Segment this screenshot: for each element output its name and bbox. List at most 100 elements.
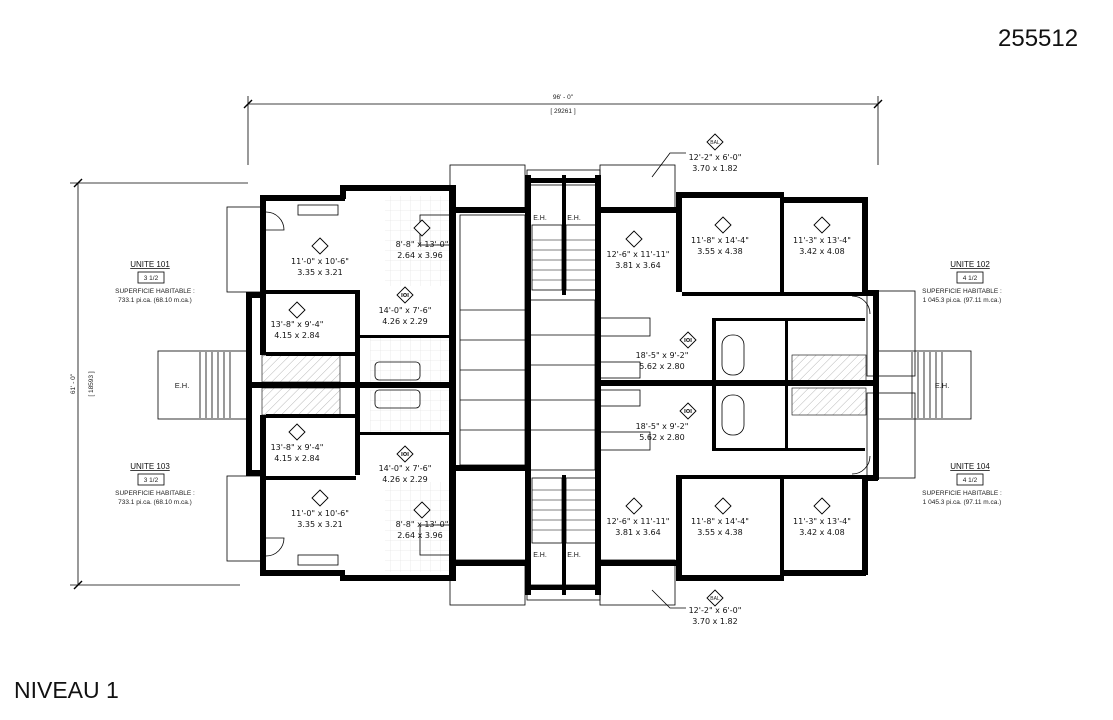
room-kitchen-104: IOI 18'-5" x 9'-2" 5.62 x 2.80 bbox=[636, 402, 697, 442]
svg-text:2.64 x 3.96: 2.64 x 3.96 bbox=[397, 531, 442, 540]
room-bedroom2-102: 11'-3" x 13'-4" 3.42 x 4.08 bbox=[793, 216, 851, 256]
svg-text:12'-2" x 6'-0": 12'-2" x 6'-0" bbox=[689, 153, 742, 162]
svg-text:3.35 x 3.21: 3.35 x 3.21 bbox=[297, 268, 342, 277]
svg-text:12'-2" x 6'-0": 12'-2" x 6'-0" bbox=[689, 606, 742, 615]
svg-text:UNITE 101: UNITE 101 bbox=[130, 260, 170, 269]
svg-text:3.55 x 4.38: 3.55 x 4.38 bbox=[697, 247, 742, 256]
balcony-bottom: BAL 12'-2" x 6'-0" 3.70 x 1.82 bbox=[651, 589, 742, 626]
svg-text:E.H.: E.H. bbox=[533, 552, 547, 559]
svg-text:11'-0" x 10'-6": 11'-0" x 10'-6" bbox=[291, 509, 349, 518]
svg-text:SUPERFICIE HABITABLE :: SUPERFICIE HABITABLE : bbox=[115, 490, 195, 497]
room-bedroom2-104: 11'-3" x 13'-4" 3.42 x 4.08 bbox=[793, 497, 851, 537]
svg-text:8'-8" x 13'-0": 8'-8" x 13'-0" bbox=[396, 240, 449, 249]
room-kitchen-103: 8'-8" x 13'-0" 2.64 x 3.96 bbox=[396, 501, 449, 540]
dining-icon: IOI bbox=[401, 293, 409, 299]
svg-text:11'-8" x 14'-4": 11'-8" x 14'-4" bbox=[691, 517, 749, 526]
svg-text:3.81 x 3.64: 3.81 x 3.64 bbox=[615, 261, 660, 270]
svg-text:12'-6" x 11'-11": 12'-6" x 11'-11" bbox=[607, 250, 670, 259]
svg-text:13'-8" x 9'-4": 13'-8" x 9'-4" bbox=[271, 443, 324, 452]
dining-icon: IOI bbox=[401, 452, 409, 458]
room-bedroom-103: 13'-8" x 9'-4" 4.15 x 2.84 bbox=[271, 423, 324, 463]
svg-text:3.81 x 3.64: 3.81 x 3.64 bbox=[615, 528, 660, 537]
svg-text:11'-8" x 14'-4": 11'-8" x 14'-4" bbox=[691, 236, 749, 245]
room-kitchen-101: 8'-8" x 13'-0" 2.64 x 3.96 bbox=[396, 219, 449, 260]
svg-text:1 045.3 pi.ca. (97.11 m.ca.): 1 045.3 pi.ca. (97.11 m.ca.) bbox=[923, 297, 1002, 304]
svg-text:3 1/2: 3 1/2 bbox=[144, 275, 159, 282]
depth-dimension: 61' - 0" [ 18593 ] bbox=[70, 178, 248, 590]
hatched-zones bbox=[261, 354, 867, 416]
svg-text:3.70 x 1.82: 3.70 x 1.82 bbox=[692, 617, 737, 626]
svg-text:8'-8" x 13'-0": 8'-8" x 13'-0" bbox=[396, 520, 449, 529]
room-living-102: 12'-6" x 11'-11" 3.81 x 3.64 bbox=[607, 230, 670, 270]
svg-text:UNITE 102: UNITE 102 bbox=[950, 260, 990, 269]
svg-text:733.1 pi.ca. (68.10 m.ca.): 733.1 pi.ca. (68.10 m.ca.) bbox=[118, 499, 192, 506]
balcony-top: BAL 12'-2" x 6'-0" 3.70 x 1.82 bbox=[651, 133, 742, 178]
dining-icon: IOI bbox=[684, 338, 692, 344]
svg-text:E.H.: E.H. bbox=[533, 215, 547, 222]
svg-text:14'-0" x 7'-6": 14'-0" x 7'-6" bbox=[379, 464, 432, 473]
eh-labels: E.H. E.H. E.H. E.H. E.H. E.H. bbox=[175, 215, 950, 559]
svg-text:3.42 x 4.08: 3.42 x 4.08 bbox=[799, 528, 844, 537]
svg-text:BAL: BAL bbox=[710, 596, 720, 602]
unit-104-info: UNITE 104 4 1/2 SUPERFICIE HABITABLE : 1… bbox=[922, 462, 1002, 506]
svg-text:5.62 x 2.80: 5.62 x 2.80 bbox=[639, 362, 684, 371]
svg-text:733.1 pi.ca. (68.10 m.ca.): 733.1 pi.ca. (68.10 m.ca.) bbox=[118, 297, 192, 304]
tiled-areas bbox=[370, 196, 455, 572]
svg-text:13'-8" x 9'-4": 13'-8" x 9'-4" bbox=[271, 320, 324, 329]
svg-text:4.26 x 2.29: 4.26 x 2.29 bbox=[382, 475, 427, 484]
room-bedroom1-102: 11'-8" x 14'-4" 3.55 x 4.38 bbox=[691, 216, 749, 256]
svg-text:SUPERFICIE HABITABLE :: SUPERFICIE HABITABLE : bbox=[922, 288, 1002, 295]
svg-text:SUPERFICIE HABITABLE :: SUPERFICIE HABITABLE : bbox=[922, 490, 1002, 497]
walls bbox=[246, 175, 879, 595]
svg-text:4.15 x 2.84: 4.15 x 2.84 bbox=[274, 331, 319, 340]
svg-text:2.64 x 3.96: 2.64 x 3.96 bbox=[397, 251, 442, 260]
svg-text:18'-5" x 9'-2": 18'-5" x 9'-2" bbox=[636, 351, 689, 360]
room-living-104: 12'-6" x 11'-11" 3.81 x 3.64 bbox=[607, 497, 670, 537]
svg-text:3.35 x 3.21: 3.35 x 3.21 bbox=[297, 520, 342, 529]
width-metric: [ 29261 ] bbox=[550, 108, 575, 115]
svg-text:E.H.: E.H. bbox=[567, 552, 581, 559]
room-bedroom1-104: 11'-8" x 14'-4" 3.55 x 4.38 bbox=[691, 497, 749, 537]
depth-imperial: 61' - 0" bbox=[70, 373, 77, 394]
svg-text:E.H.: E.H. bbox=[175, 381, 190, 390]
unit-101-info: UNITE 101 3 1/2 SUPERFICIE HABITABLE : 7… bbox=[115, 260, 195, 304]
svg-text:18'-5" x 9'-2": 18'-5" x 9'-2" bbox=[636, 422, 689, 431]
svg-text:4.26 x 2.29: 4.26 x 2.29 bbox=[382, 317, 427, 326]
room-living-103: 11'-0" x 10'-6" 3.35 x 3.21 bbox=[291, 489, 349, 529]
svg-text:E.H.: E.H. bbox=[935, 381, 950, 390]
svg-text:UNITE 104: UNITE 104 bbox=[950, 462, 990, 471]
svg-text:4.15 x 2.84: 4.15 x 2.84 bbox=[274, 454, 319, 463]
fixtures bbox=[265, 204, 871, 566]
depth-metric: [ 18593 ] bbox=[88, 371, 95, 396]
svg-text:BAL: BAL bbox=[710, 140, 720, 146]
room-kitchen-102: IOI 18'-5" x 9'-2" 5.62 x 2.80 bbox=[636, 331, 697, 371]
svg-text:11'-3" x 13'-4": 11'-3" x 13'-4" bbox=[793, 236, 851, 245]
svg-text:4 1/2: 4 1/2 bbox=[963, 275, 978, 282]
svg-text:3 1/2: 3 1/2 bbox=[144, 477, 159, 484]
svg-text:5.62 x 2.80: 5.62 x 2.80 bbox=[639, 433, 684, 442]
svg-text:UNITE 103: UNITE 103 bbox=[130, 462, 170, 471]
svg-text:3.70 x 1.82: 3.70 x 1.82 bbox=[692, 164, 737, 173]
unit-102-info: UNITE 102 4 1/2 SUPERFICIE HABITABLE : 1… bbox=[922, 260, 1002, 304]
width-imperial: 96' - 0" bbox=[553, 94, 574, 101]
svg-text:11'-0" x 10'-6": 11'-0" x 10'-6" bbox=[291, 257, 349, 266]
width-dimension: 96' - 0" [ 29261 ] bbox=[243, 94, 883, 165]
room-living-101: 11'-0" x 10'-6" 3.35 x 3.21 bbox=[291, 237, 349, 277]
svg-text:3.42 x 4.08: 3.42 x 4.08 bbox=[799, 247, 844, 256]
svg-text:1 045.3 pi.ca. (97.11 m.ca.): 1 045.3 pi.ca. (97.11 m.ca.) bbox=[923, 499, 1002, 506]
unit-103-info: UNITE 103 3 1/2 SUPERFICIE HABITABLE : 7… bbox=[115, 462, 195, 506]
level-title: NIVEAU 1 bbox=[14, 677, 119, 703]
plan-number: 255512 bbox=[998, 25, 1078, 52]
dining-icon: IOI bbox=[684, 409, 692, 415]
svg-text:12'-6" x 11'-11": 12'-6" x 11'-11" bbox=[607, 517, 670, 526]
svg-text:3.55 x 4.38: 3.55 x 4.38 bbox=[697, 528, 742, 537]
svg-text:4 1/2: 4 1/2 bbox=[963, 477, 978, 484]
room-dining-103: IOI 14'-0" x 7'-6" 4.26 x 2.29 bbox=[379, 445, 432, 484]
svg-text:SUPERFICIE HABITABLE :: SUPERFICIE HABITABLE : bbox=[115, 288, 195, 295]
svg-text:11'-3" x 13'-4": 11'-3" x 13'-4" bbox=[793, 517, 851, 526]
room-labels: 11'-0" x 10'-6" 3.35 x 3.21 8'-8" x 13'-0… bbox=[271, 216, 851, 540]
svg-text:E.H.: E.H. bbox=[567, 215, 581, 222]
room-bedroom-101: 13'-8" x 9'-4" 4.15 x 2.84 bbox=[271, 301, 324, 340]
